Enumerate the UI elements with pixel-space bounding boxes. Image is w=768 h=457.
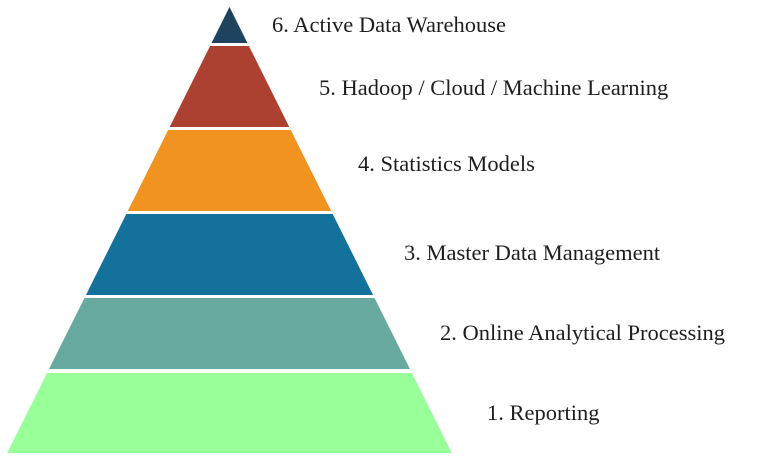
level-2-label: 2. Online Analytical Processing [440,320,725,345]
pyramid-level-6 [211,7,248,43]
level-5-label: 5. Hadoop / Cloud / Machine Learning [319,75,668,100]
level-4-label: 4. Statistics Models [358,151,535,176]
pyramid-level-5 [169,46,290,127]
pyramid-level-4 [127,130,332,211]
pyramid-level-2 [49,298,410,369]
pyramid-level-3 [85,214,374,295]
level-1-label: 1. Reporting [487,400,600,425]
pyramid-level-1 [7,373,452,453]
level-3-label: 3. Master Data Management [404,240,661,265]
level-6-label: 6. Active Data Warehouse [272,12,506,37]
